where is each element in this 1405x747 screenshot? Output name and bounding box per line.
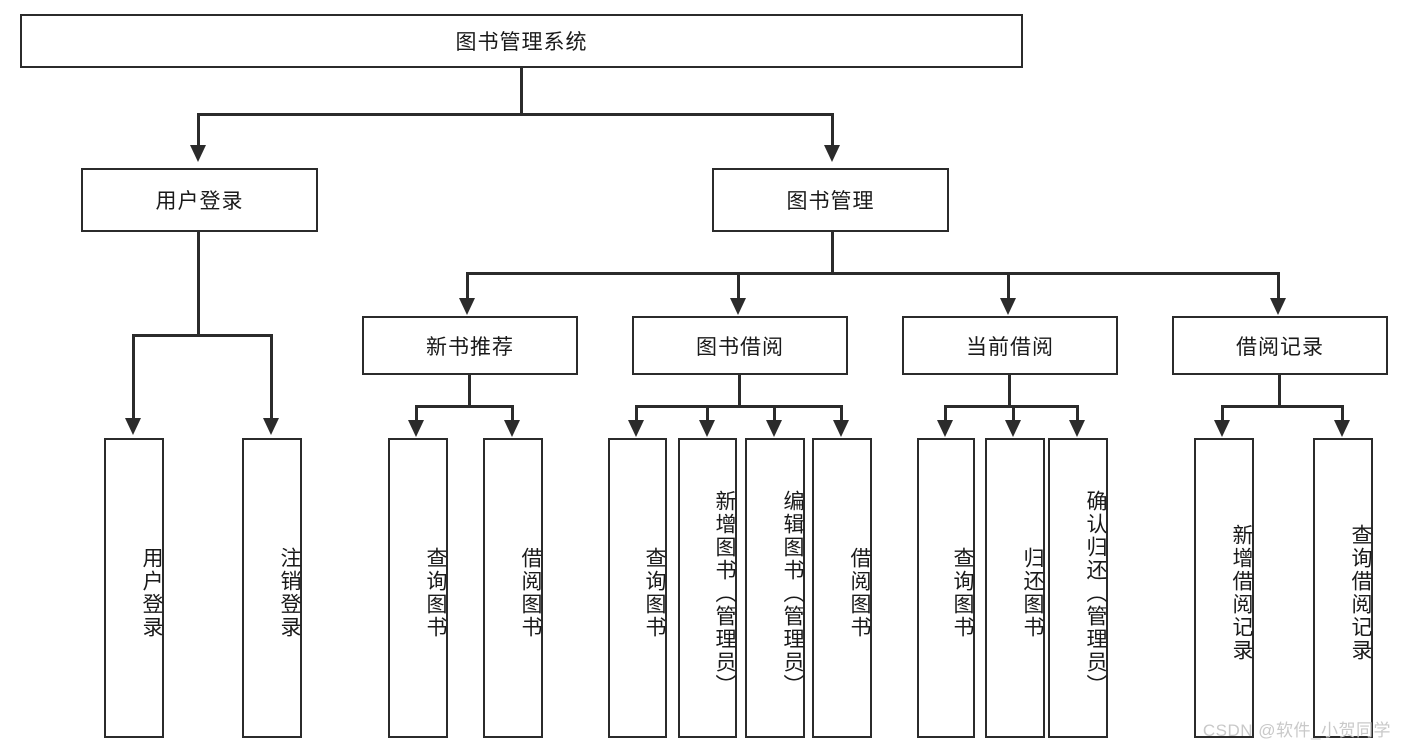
connector-user-login-drop-2 (270, 334, 273, 419)
node-book-management[interactable]: 图书管理 (712, 168, 949, 232)
arrowhead-book-borrow-3 (766, 420, 782, 437)
arrowhead-current-borrow-3 (1069, 420, 1085, 437)
node-label: 新增借阅记录 (1230, 524, 1253, 662)
arrowhead-borrow-record-2 (1334, 420, 1350, 437)
node-new-book-recommend[interactable]: 新书推荐 (362, 316, 578, 375)
node-root-system[interactable]: 图书管理系统 (20, 14, 1023, 68)
connector-borrow-record-drop-2 (1341, 405, 1344, 421)
node-current-borrow[interactable]: 当前借阅 (902, 316, 1118, 375)
node-label: 图书管理 (786, 190, 875, 213)
watermark-text: CSDN @软件_小贺同学 (1202, 721, 1391, 740)
node-label: 图书管理系统 (455, 31, 588, 54)
connector-user-login-bus (132, 334, 273, 337)
node-label: 查询图书 (951, 547, 974, 639)
node-label: 用户登录 (155, 190, 244, 213)
connector-book-mgmt-bus (466, 272, 1280, 275)
leaf-user-login-logout[interactable]: 注销登录 (242, 438, 302, 738)
leaf-borrow-record-query[interactable]: 查询借阅记录 (1313, 438, 1373, 738)
connector-book-borrow-drop-2 (706, 405, 709, 421)
connector-book-borrow-drop-4 (840, 405, 843, 421)
leaf-book-borrow-add[interactable]: 新增图书（管理员） (678, 438, 737, 738)
connector-current-borrow-drop-2 (1012, 405, 1015, 421)
node-book-borrow[interactable]: 图书借阅 (632, 316, 848, 375)
connector-book-borrow-bus (635, 405, 841, 408)
node-label: 新增图书（管理员） (713, 489, 736, 697)
node-label: 归还图书 (1021, 547, 1044, 639)
arrowhead-borrow-record (1270, 298, 1286, 315)
arrowhead-current-borrow-1 (937, 420, 953, 437)
arrowhead-user-login-1 (125, 418, 141, 435)
node-label: 借阅记录 (1236, 335, 1324, 359)
connector-user-login-drop-1 (132, 334, 135, 419)
connector-root-to-user-login (197, 113, 200, 146)
connector-book-mgmt-drop-3 (1007, 272, 1010, 299)
node-label: 注销登录 (278, 547, 301, 639)
leaf-new-book-borrow[interactable]: 借阅图书 (483, 438, 543, 738)
connector-root-to-book-mgmt (831, 113, 834, 146)
arrowhead-book-borrow-4 (833, 420, 849, 437)
leaf-book-borrow-edit[interactable]: 编辑图书（管理员） (745, 438, 805, 738)
node-label: 确认归还（管理员） (1084, 489, 1107, 697)
arrowhead-new-book-2 (504, 420, 520, 437)
arrowhead-current-borrow (1000, 298, 1016, 315)
connector-new-book-drop-1 (415, 405, 418, 421)
connector-current-borrow-drop-3 (1076, 405, 1079, 421)
arrowhead-new-book-1 (408, 420, 424, 437)
connector-new-book-drop-2 (511, 405, 514, 421)
arrowhead-book-borrow-1 (628, 420, 644, 437)
leaf-current-borrow-query[interactable]: 查询图书 (917, 438, 975, 738)
node-label: 新书推荐 (426, 335, 514, 359)
connector-current-borrow-bus (944, 405, 1078, 408)
connector-borrow-record-stem (1278, 375, 1281, 407)
arrowhead-to-book-mgmt (824, 145, 840, 162)
connector-borrow-record-drop-1 (1221, 405, 1224, 421)
leaf-user-login-login[interactable]: 用户登录 (104, 438, 164, 738)
connector-book-borrow-stem (738, 375, 741, 407)
arrowhead-current-borrow-2 (1005, 420, 1021, 437)
connector-user-login-stem (197, 232, 200, 336)
node-label: 借阅图书 (519, 547, 542, 639)
leaf-borrow-record-add[interactable]: 新增借阅记录 (1194, 438, 1254, 738)
arrowhead-user-login-2 (263, 418, 279, 435)
node-label: 查询借阅记录 (1349, 524, 1372, 662)
connector-current-borrow-stem (1008, 375, 1011, 407)
connector-root-bus (197, 113, 834, 116)
arrowhead-book-borrow (730, 298, 746, 315)
connector-book-mgmt-stem (831, 232, 834, 274)
connector-borrow-record-bus (1221, 405, 1343, 408)
node-label: 借阅图书 (848, 547, 871, 639)
connector-current-borrow-drop-1 (944, 405, 947, 421)
leaf-new-book-query[interactable]: 查询图书 (388, 438, 448, 738)
node-label: 查询图书 (424, 547, 447, 639)
leaf-book-borrow-borrow[interactable]: 借阅图书 (812, 438, 872, 738)
node-borrow-record[interactable]: 借阅记录 (1172, 316, 1388, 375)
leaf-current-borrow-return[interactable]: 归还图书 (985, 438, 1045, 738)
node-label: 当前借阅 (966, 335, 1054, 359)
connector-book-borrow-drop-1 (635, 405, 638, 421)
node-label: 查询图书 (643, 547, 666, 639)
leaf-book-borrow-query[interactable]: 查询图书 (608, 438, 667, 738)
arrowhead-new-book-recommend (459, 298, 475, 315)
leaf-current-borrow-confirm[interactable]: 确认归还（管理员） (1048, 438, 1108, 738)
connector-book-mgmt-drop-2 (737, 272, 740, 299)
connector-book-borrow-drop-3 (773, 405, 776, 421)
arrowhead-book-borrow-2 (699, 420, 715, 437)
arrowhead-borrow-record-1 (1214, 420, 1230, 437)
arrowhead-to-user-login (190, 145, 206, 162)
connector-root-stem (520, 68, 523, 115)
node-label: 用户登录 (140, 547, 163, 639)
connector-new-book-stem (468, 375, 471, 407)
connector-new-book-bus (415, 405, 513, 408)
connector-book-mgmt-drop-1 (466, 272, 469, 299)
connector-book-mgmt-drop-4 (1277, 272, 1280, 299)
node-user-login[interactable]: 用户登录 (81, 168, 318, 232)
node-label: 图书借阅 (696, 335, 784, 359)
node-label: 编辑图书（管理员） (781, 489, 804, 697)
